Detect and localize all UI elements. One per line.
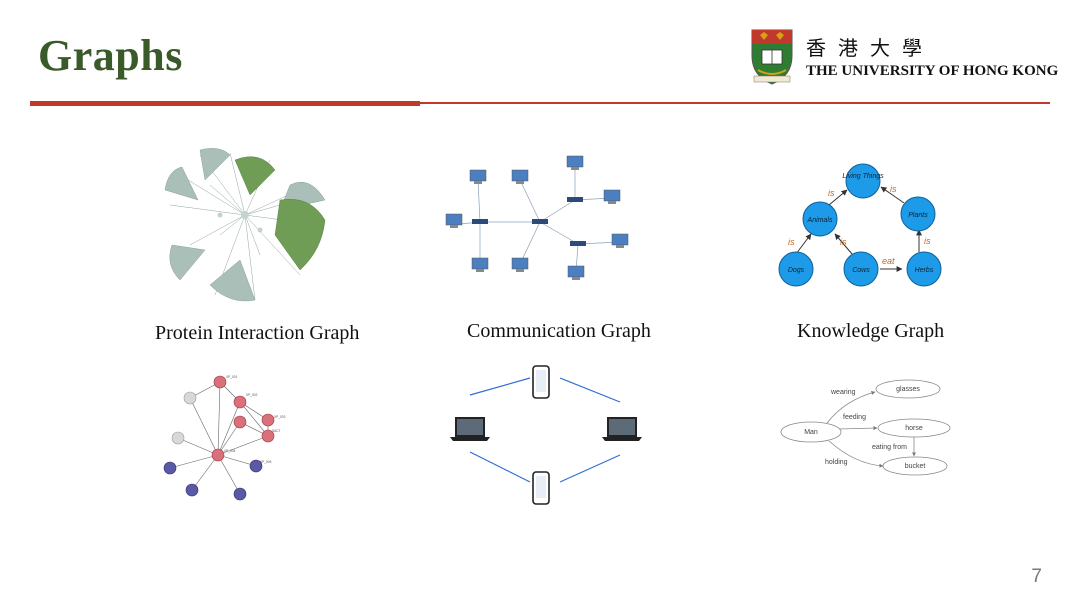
svg-text:XP_005: XP_005 — [260, 460, 272, 464]
laptop-icon — [602, 417, 642, 441]
laptop-icon — [450, 417, 490, 441]
kg-edge-label-cows-animals: is — [840, 237, 847, 247]
kg-edge-label-dogs-animals: is — [788, 237, 795, 247]
university-name-english: THE UNIVERSITY OF HONG KONG — [806, 63, 1059, 79]
knowledge-graph-diagram: Living Things Animals Plants Dogs Cows H… — [778, 163, 942, 287]
svg-text:XP_004: XP_004 — [224, 449, 236, 453]
sg-node-bucket: bucket — [905, 463, 926, 470]
scene-graph-diagram: Man glasses horse bucket wearing feeding… — [780, 379, 951, 476]
caption-protein-interaction-graph: Protein Interaction Graph — [155, 322, 360, 344]
sg-edge-holding: holding — [825, 459, 848, 466]
phone-icon — [532, 365, 550, 399]
communication-graph-image — [445, 155, 629, 280]
kg-node-label-living-things: Living Things — [842, 173, 884, 180]
caption-knowledge-graph: Knowledge Graph — [797, 320, 945, 342]
phone-icon — [532, 471, 550, 505]
kg-node-animals: Animals — [802, 201, 838, 237]
kg-node-label-dogs: Dogs — [788, 267, 805, 274]
svg-text:XP_001: XP_001 — [226, 375, 238, 379]
kg-node-living-things: Living Things — [842, 163, 884, 199]
kg-node-label-plants: Plants — [908, 212, 928, 219]
university-logo: 香港大學 THE UNIVERSITY OF HONG KONG — [748, 26, 1058, 88]
svg-text:XP_003: XP_003 — [274, 415, 286, 419]
kg-edge-label-animals-living: is — [828, 188, 835, 198]
title-divider-thick — [30, 101, 420, 106]
kg-edge-label-plants-living: is — [890, 184, 897, 194]
kg-node-plants: Plants — [900, 196, 936, 232]
sg-node-glasses: glasses — [896, 386, 920, 393]
caption-communication-graph: Communication Graph — [467, 320, 651, 342]
page-number: 7 — [1031, 566, 1042, 587]
sg-edge-feeding: feeding — [843, 414, 866, 421]
svg-text:XP_002: XP_002 — [246, 393, 258, 397]
device-network-image — [450, 365, 642, 505]
university-name-chinese: 香港大學 — [806, 36, 934, 60]
title-divider-thin — [420, 102, 1050, 104]
kg-node-dogs: Dogs — [778, 251, 814, 287]
kg-edge-label-cows-herbs: eat — [882, 256, 895, 266]
sg-edge-eating-from: eating from — [872, 444, 907, 451]
kg-node-label-animals: Animals — [807, 217, 833, 224]
sg-node-man: Man — [804, 429, 818, 436]
kg-node-label-cows: Cows — [852, 267, 870, 274]
protein-interaction-graph-image — [164, 148, 326, 302]
slide-title: Graphs — [38, 31, 183, 80]
sg-edge-wearing: wearing — [830, 389, 856, 396]
kg-node-label-herbs: Herbs — [915, 267, 934, 274]
kg-edge-label-herbs-plants: is — [924, 236, 931, 246]
university-crest-icon — [751, 29, 793, 85]
kg-node-herbs: Herbs — [906, 251, 942, 287]
svg-text:SACT: SACT — [272, 429, 281, 433]
kg-node-cows: Cows — [843, 251, 879, 287]
sg-node-horse: horse — [905, 425, 923, 432]
